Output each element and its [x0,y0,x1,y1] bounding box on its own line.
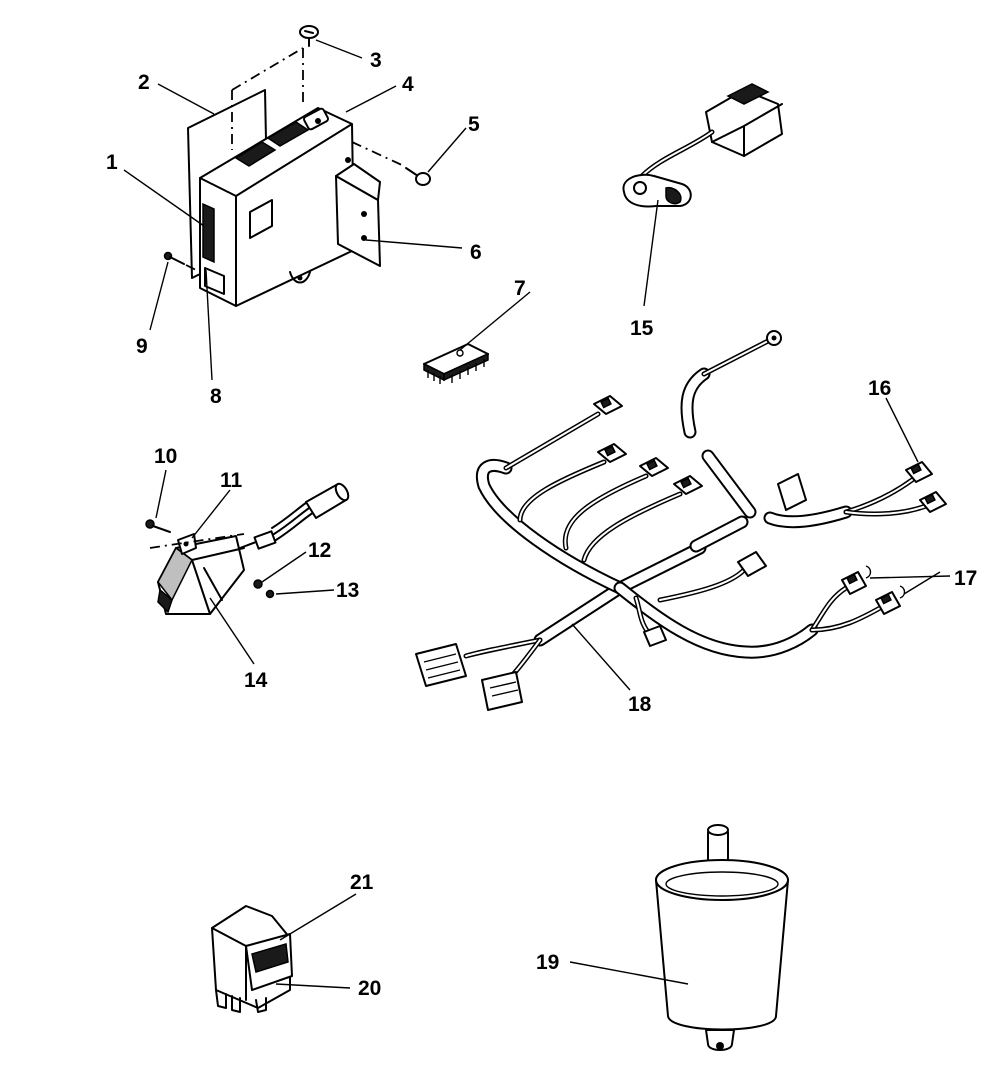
callout-10: 10 [154,445,178,468]
callout-6: 6 [470,241,482,264]
screw-10 [145,519,171,533]
wiring-harness [415,330,947,711]
callout-17: 17 [954,567,978,590]
callout-14: 14 [244,669,268,692]
ic-chip [423,343,489,384]
callout-8: 8 [210,385,222,408]
screw-5 [405,167,431,186]
callout-3: 3 [370,49,382,72]
callout-12: 12 [308,539,332,562]
screw-9 [163,251,185,265]
callout-11: 11 [220,469,243,492]
relay-14 [157,482,350,615]
callout-21: 21 [350,871,374,894]
fuel-filter [655,824,789,1051]
callout-13: 13 [336,579,360,602]
callout-20: 20 [358,977,382,1000]
callout-4: 4 [402,73,414,96]
washer-12 [253,579,263,589]
callout-7: 7 [514,277,526,300]
callout-16: 16 [868,377,892,400]
callout-2: 2 [138,71,150,94]
leader-lines [123,39,951,989]
callout-18: 18 [628,693,652,716]
callout-19: 19 [536,951,560,974]
callout-9: 9 [136,335,148,358]
callout-15: 15 [630,317,654,340]
sensor-15 [622,83,783,208]
callout-5: 5 [468,113,480,136]
nut-13 [265,589,275,599]
ecu-module [187,89,381,307]
relay-20 [211,905,293,1013]
screw-3 [299,25,319,47]
callout-1: 1 [106,151,118,174]
